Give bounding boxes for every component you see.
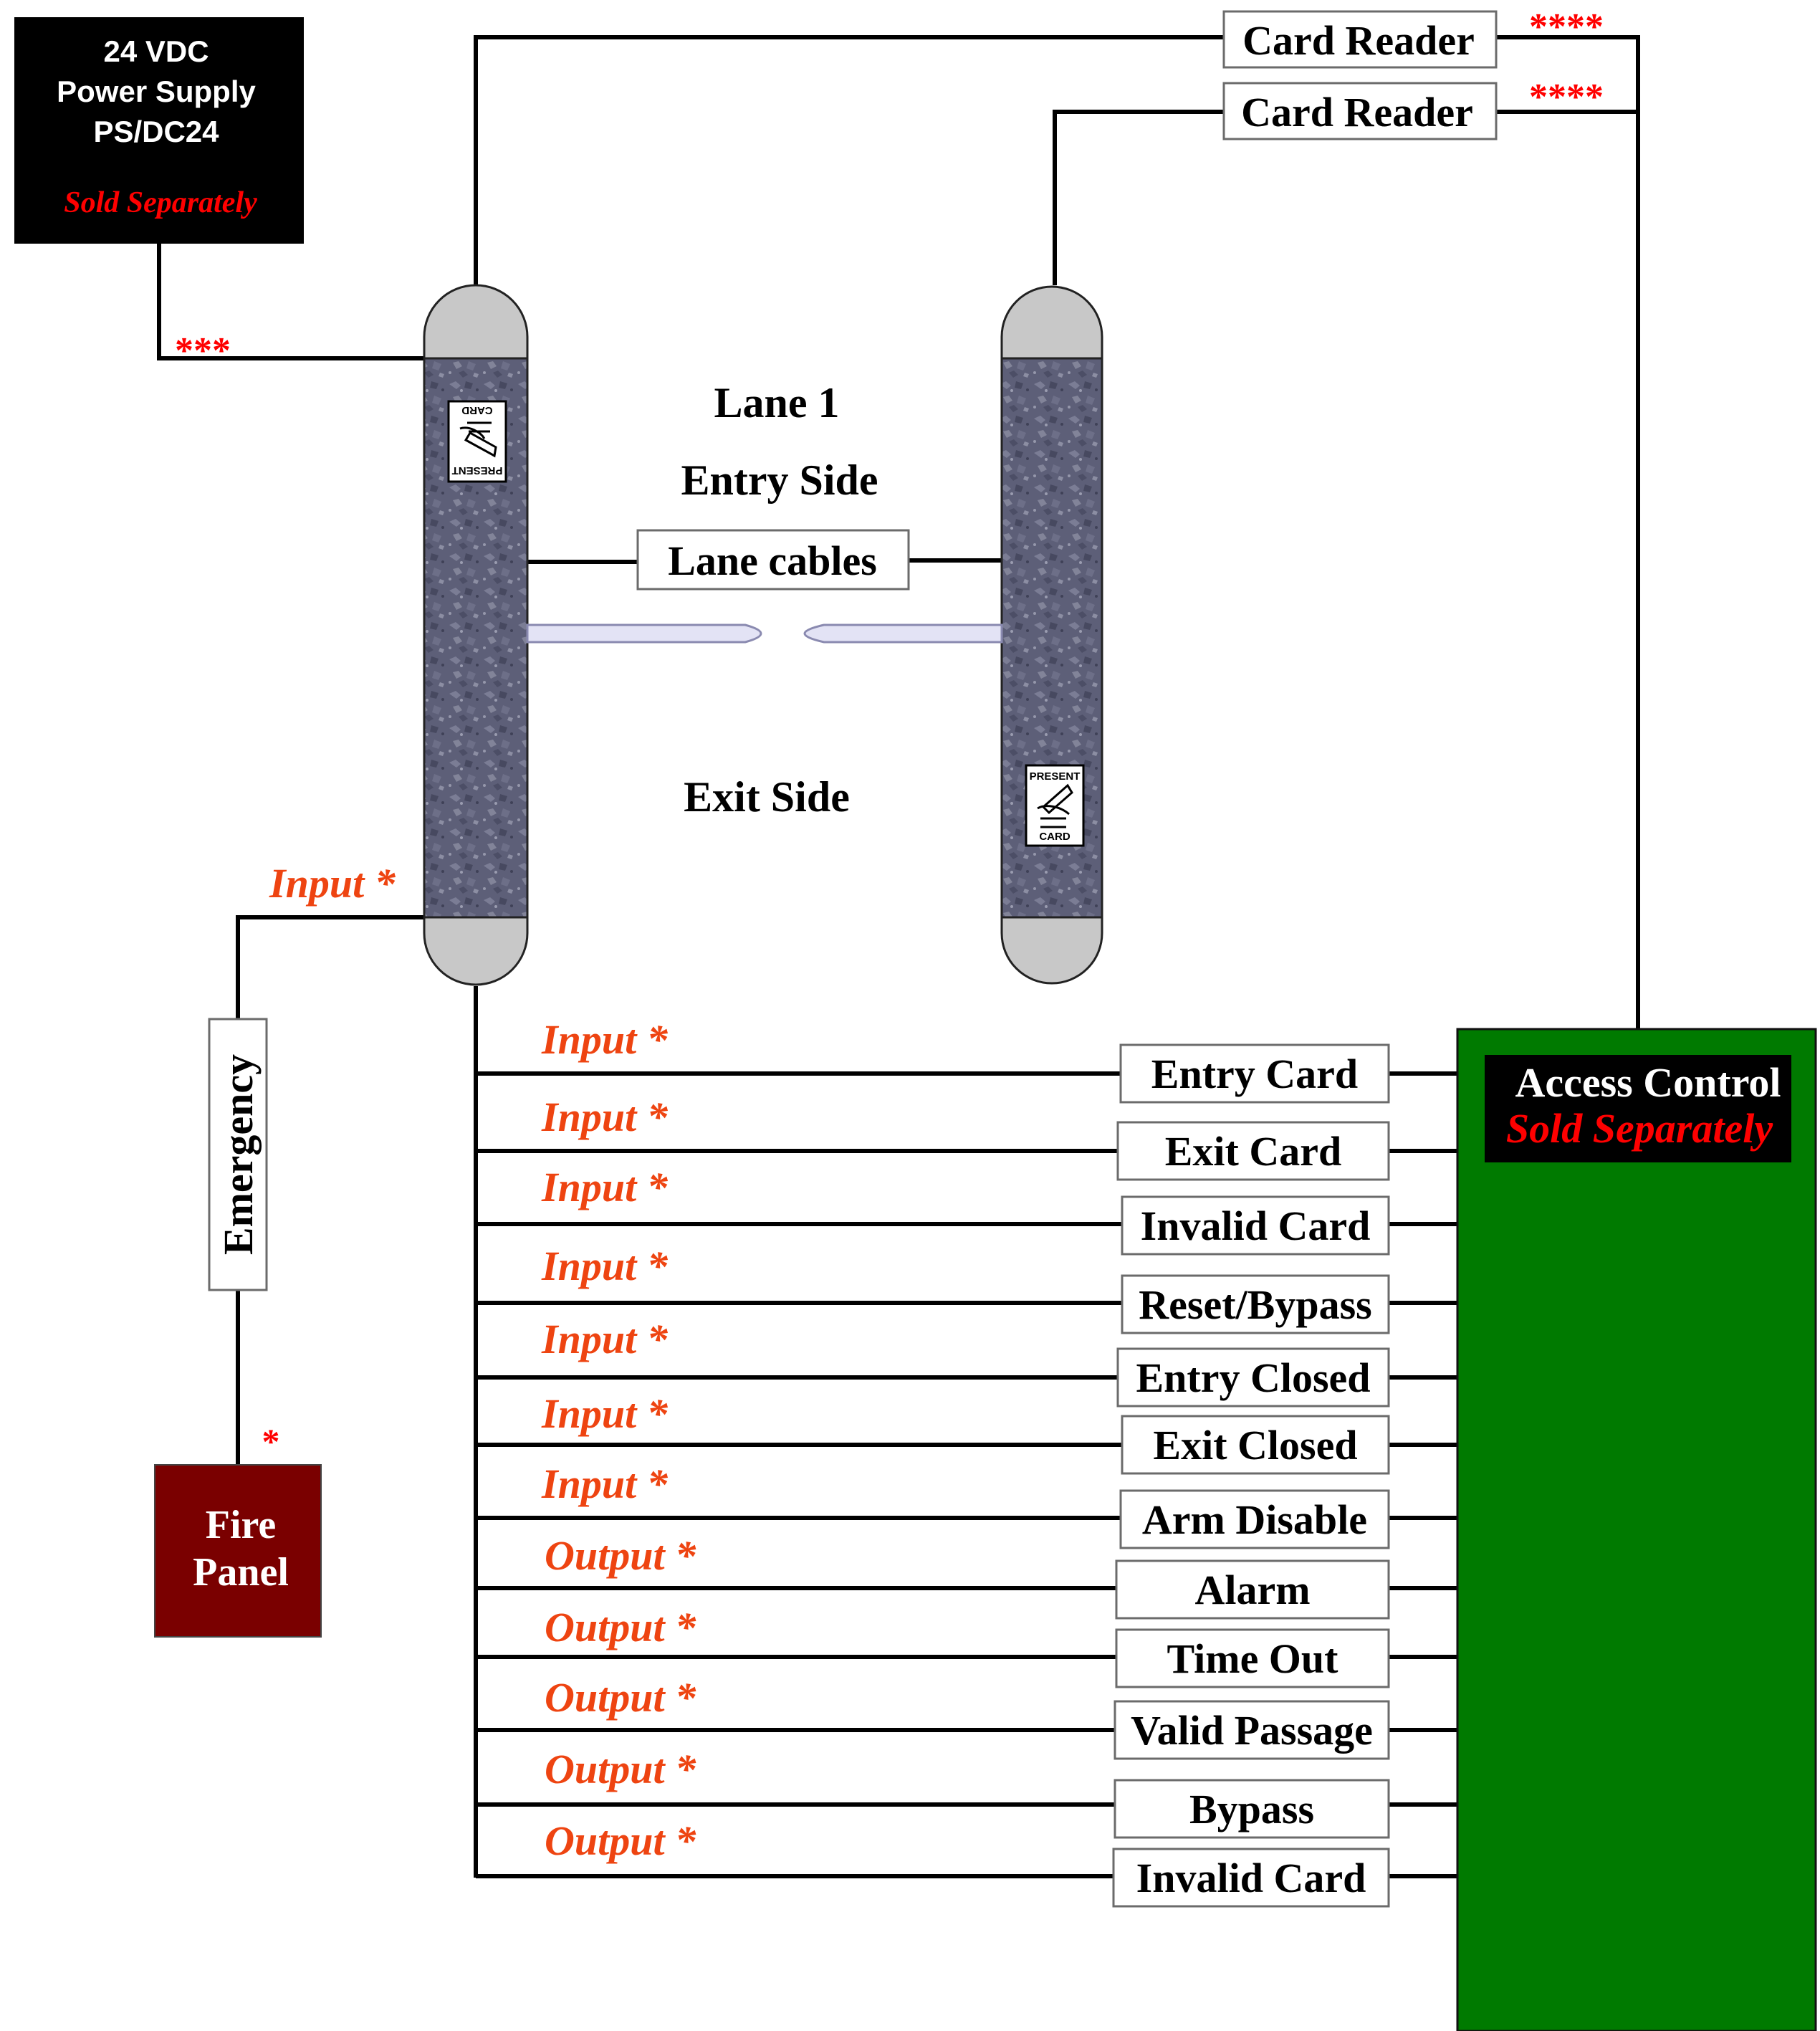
- fire-panel-line2: Panel: [193, 1550, 289, 1595]
- signal-valid-passage[interactable]: Valid Passage: [1113, 1700, 1390, 1760]
- access-control-panel[interactable]: Access Control Sold Separately: [1456, 1028, 1817, 2031]
- present-card-icon: PRESENT CARD: [447, 400, 507, 483]
- wiring: [157, 35, 1640, 1878]
- io-label: Output *: [545, 1532, 696, 1579]
- power-supply-note: Sold Separately: [64, 186, 257, 219]
- signal-label: Entry Closed: [1136, 1354, 1370, 1401]
- turnstile-arms: [526, 623, 1003, 644]
- power-wire: [157, 244, 424, 360]
- power-supply-title: Power Supply: [57, 75, 256, 108]
- signal-label: Arm Disable: [1142, 1496, 1367, 1543]
- present-card-bottom-text: CARD: [461, 404, 492, 416]
- right-post: [1000, 285, 1103, 985]
- arm-right: [803, 623, 1003, 644]
- lane-cables-box[interactable]: Lane cables: [636, 529, 910, 591]
- signal-label: Invalid Card: [1136, 1855, 1366, 1901]
- card-reader-1-label: Card Reader: [1242, 17, 1475, 64]
- arm-left: [526, 623, 762, 644]
- io-label: Input *: [541, 1390, 669, 1437]
- emergency-input-label: Input *: [269, 860, 396, 907]
- signal-label: Bypass: [1189, 1786, 1314, 1832]
- signal-exit-card[interactable]: Exit Card: [1116, 1121, 1390, 1181]
- signal-entry-card[interactable]: Entry Card: [1119, 1043, 1390, 1104]
- signal-bypass[interactable]: Bypass: [1113, 1779, 1390, 1839]
- present-card-top-text: PRESENT: [452, 464, 503, 477]
- fire-panel[interactable]: Fire Panel: [154, 1464, 322, 1638]
- reader-to-access-control-wire: [1496, 35, 1640, 1029]
- left-post: [423, 284, 529, 986]
- io-label: Output *: [545, 1674, 696, 1721]
- signal-invalid-card[interactable]: Invalid Card: [1121, 1195, 1390, 1256]
- emergency-box[interactable]: Emergency: [208, 1018, 268, 1291]
- present-card-top-text: PRESENT: [1030, 770, 1081, 783]
- power-supply-voltage: 24 VDC: [103, 34, 209, 68]
- present-card-icon: PRESENT CARD: [1025, 764, 1085, 847]
- exit-side-label: Exit Side: [684, 773, 850, 821]
- entry-side-label: Entry Side: [681, 457, 878, 504]
- io-label: Input *: [541, 1461, 669, 1507]
- io-label: Input *: [541, 1094, 669, 1140]
- access-control-note: Sold Separately: [1506, 1105, 1773, 1152]
- card-reader-1[interactable]: Card Reader: [1222, 10, 1498, 69]
- signal-entry-closed[interactable]: Entry Closed: [1116, 1347, 1390, 1408]
- signal-time-out[interactable]: Time Out: [1115, 1628, 1390, 1688]
- emergency-wire: [236, 915, 424, 1019]
- fire-panel-star: *: [262, 1421, 280, 1461]
- power-supply-model: PS/DC24: [93, 115, 219, 148]
- io-label: Input *: [541, 1164, 669, 1210]
- card-reader-2-label: Card Reader: [1241, 89, 1473, 135]
- present-card-bottom-text: CARD: [1039, 831, 1070, 843]
- card-reader-1-stars: ****: [1529, 6, 1604, 47]
- signal-label: Reset/Bypass: [1139, 1281, 1371, 1328]
- signal-label: Time Out: [1167, 1635, 1339, 1682]
- power-supply: 24 VDC Power Supply PS/DC24 Sold Separat…: [14, 17, 304, 244]
- card-reader-1-wire: [474, 35, 1224, 288]
- signal-invalid-card[interactable]: Invalid Card: [1112, 1848, 1390, 1908]
- io-label: Input *: [541, 1243, 669, 1289]
- emergency-label: Emergency: [215, 1054, 262, 1255]
- signal-label: Invalid Card: [1141, 1203, 1371, 1249]
- io-label: Input *: [541, 1316, 669, 1362]
- lane-cables-label: Lane cables: [668, 537, 877, 584]
- power-stars: ***: [175, 330, 231, 371]
- signal-label: Exit Closed: [1153, 1422, 1357, 1468]
- signal-label: Exit Card: [1165, 1128, 1342, 1175]
- signal-label: Alarm: [1194, 1567, 1310, 1613]
- signal-alarm[interactable]: Alarm: [1115, 1559, 1390, 1620]
- lane-title: Lane 1: [714, 379, 839, 426]
- io-label: Input *: [541, 1016, 669, 1063]
- io-label: Output *: [545, 1746, 696, 1792]
- io-label: Output *: [545, 1604, 696, 1650]
- signal-reset-bypass[interactable]: Reset/Bypass: [1121, 1274, 1390, 1334]
- fire-panel-line1: Fire: [206, 1503, 276, 1547]
- signal-arm-disable[interactable]: Arm Disable: [1119, 1489, 1390, 1549]
- signal-label: Entry Card: [1151, 1051, 1358, 1097]
- card-reader-2[interactable]: Card Reader: [1222, 82, 1498, 140]
- io-label: Output *: [545, 1817, 696, 1864]
- signal-exit-closed[interactable]: Exit Closed: [1121, 1415, 1390, 1475]
- card-reader-2-stars: ****: [1529, 77, 1604, 118]
- signal-label: Valid Passage: [1131, 1707, 1373, 1754]
- card-reader-2-wire: [1053, 110, 1224, 285]
- access-control-title: Access Control: [1515, 1059, 1781, 1106]
